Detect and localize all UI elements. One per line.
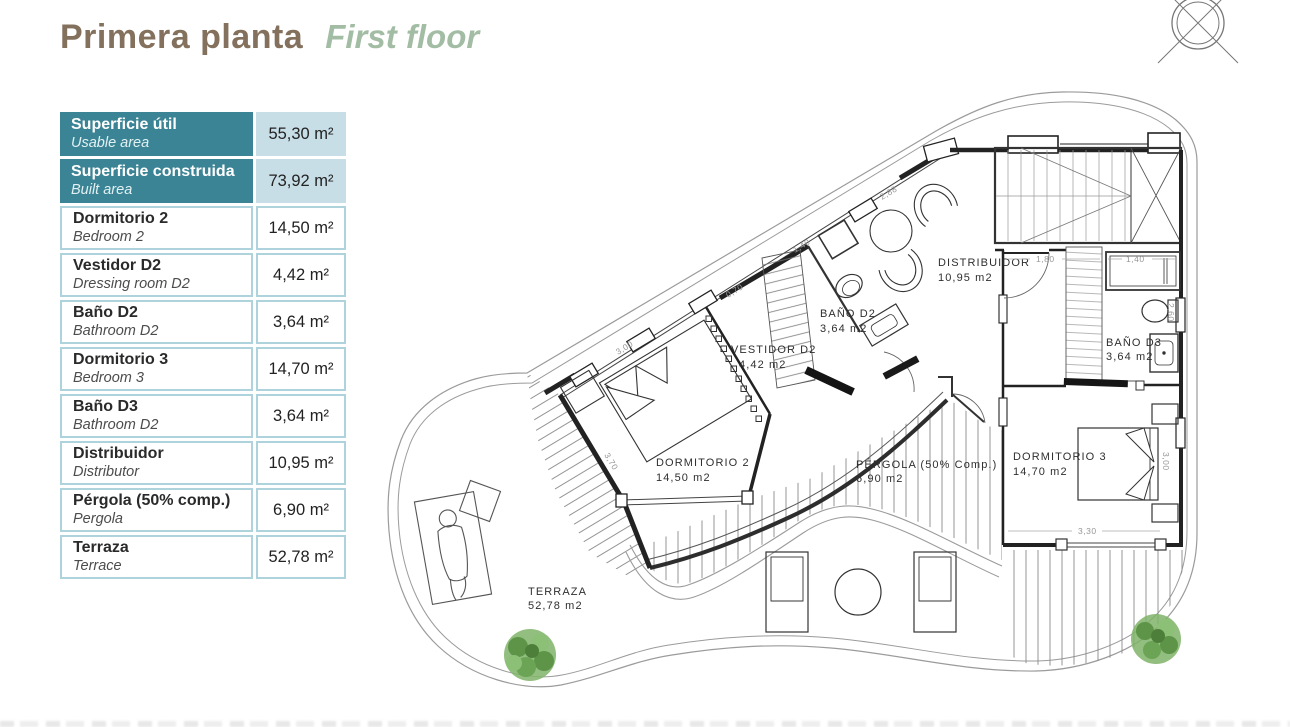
table-row-value: 10,95 m² [256, 441, 346, 485]
roof-stairs-block [993, 146, 1183, 245]
room-area-dormitorio-2: 14,50 m2 [656, 472, 711, 484]
table-row-value: 3,64 m² [256, 394, 346, 438]
room-area-pergola: 6,90 m2 [856, 473, 903, 485]
room-label-terraza: TERRAZA [528, 586, 587, 598]
hall-furniture [869, 183, 958, 293]
room-area-vestidor-d2: 4,42 m2 [739, 359, 786, 371]
terrace-door [938, 376, 986, 424]
table-row-value: 52,78 m² [256, 535, 346, 579]
corridor-wall [995, 248, 1066, 545]
room-area-dormitorio-3: 14,70 m2 [1013, 466, 1068, 478]
table-row-value: 14,70 m² [256, 347, 346, 391]
room-label-dormitorio-2: DORMITORIO 2 [656, 457, 750, 469]
closet-icon [559, 369, 606, 414]
pergola-wall [649, 398, 949, 570]
north-wall [950, 132, 1181, 154]
tree-icon [504, 629, 556, 681]
terrace-outline [387, 91, 1198, 688]
wardrobe-strip [1063, 246, 1143, 388]
dim-label: 2,60 [1166, 303, 1176, 322]
table-row-value: 55,30 m² [256, 112, 346, 156]
room-label-distribuidor: DISTRIBUIDOR [938, 257, 1030, 269]
bedroom-3 [1003, 403, 1183, 551]
dim-label: 3,30 [1078, 526, 1097, 536]
table-row-value: 73,92 m² [256, 159, 346, 203]
pergola-hatch [640, 400, 1002, 584]
dining-set [765, 551, 957, 633]
table-row-value: 6,90 m² [256, 488, 346, 532]
bedroom-2 [557, 306, 772, 569]
tree-icon [1131, 614, 1181, 664]
cropped-footer-text [0, 721, 1290, 727]
bed-icon-dorm2 [598, 319, 753, 463]
side-table-icon [458, 479, 502, 523]
room-label-bano-d2: BAÑO D2 [820, 307, 876, 320]
title-spanish: Primera planta [60, 18, 304, 56]
table-row-value: 14,50 m² [256, 206, 346, 250]
dim-label: 3,00 [1161, 452, 1171, 471]
sun-lounger-icon [413, 490, 493, 606]
wardrobe-rail-dots [705, 315, 762, 422]
title-english: First floor [325, 18, 480, 55]
terrace-wave [625, 505, 1003, 600]
compass-icon [1157, 0, 1239, 64]
room-area-distribuidor: 10,95 m2 [938, 272, 993, 284]
page-title: Primera planta First floor [60, 18, 479, 57]
stairs [761, 249, 855, 396]
room-area-terraza: 52,78 m2 [528, 600, 583, 612]
room-area-bano-d2: 3,64 m2 [820, 323, 867, 335]
room-label-pergola: PÉRGOLA (50% Comp.) [856, 458, 997, 471]
room-label-bano-d3: BAÑO D3 [1106, 336, 1162, 349]
dim-label: 1,40 [1126, 254, 1145, 264]
table-row-value: 3,64 m² [256, 300, 346, 344]
window-piers [568, 137, 960, 388]
table-row-value: 4,42 m² [256, 253, 346, 297]
bathroom-d3 [1003, 251, 1183, 391]
bathroom-d2 [807, 219, 920, 393]
table-row-label: Pérgola (50% comp.)Pergola [60, 488, 253, 532]
steps-band [527, 373, 650, 578]
room-label-dormitorio-3: DORMITORIO 3 [1013, 451, 1107, 463]
dim-label: 1,80 [1036, 254, 1055, 264]
east-wall [1175, 150, 1186, 545]
room-label-vestidor-d2: VESTIDOR D2 [731, 344, 816, 356]
room-area-bano-d3: 3,64 m2 [1106, 351, 1153, 363]
